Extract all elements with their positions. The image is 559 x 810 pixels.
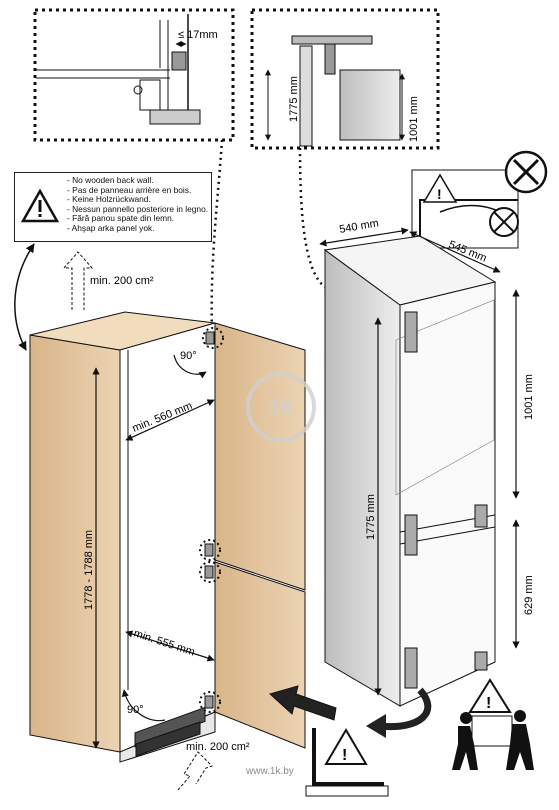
angle-top-label: 90° bbox=[180, 350, 197, 362]
vent-arrow-top bbox=[62, 251, 94, 310]
width-bottom-line bbox=[125, 630, 215, 662]
hinge-markers bbox=[199, 327, 224, 713]
rotate-arrow bbox=[379, 687, 432, 731]
no-wooden-back-wall-warning: - No wooden back wall. - Pas de panneau … bbox=[14, 172, 212, 242]
watermark: www.1k.by bbox=[246, 766, 294, 777]
cabinet-niche bbox=[29, 311, 216, 763]
vent-grille bbox=[135, 721, 201, 757]
warning-line: - Fără panou spate din lemn. bbox=[67, 213, 175, 224]
warning-text-list: - No wooden back wall. - Pas de panneau … bbox=[67, 175, 209, 234]
vent-arrow-bottom bbox=[177, 751, 213, 791]
vent-top-label: min. 200 cm² bbox=[90, 275, 154, 287]
svg-text:!: ! bbox=[342, 747, 347, 764]
warning-line: - Keine Holzrückwand. bbox=[67, 194, 151, 205]
angle-arc-bottom bbox=[121, 689, 166, 722]
insert-arrow bbox=[268, 685, 337, 721]
depth-545-line bbox=[409, 231, 501, 273]
rotate-arrow-head bbox=[366, 714, 386, 738]
height-1001-label: 1001 mm bbox=[523, 374, 535, 420]
warning-line: - Ahşap arka panel yok. bbox=[67, 222, 155, 233]
depth-540-line bbox=[319, 227, 409, 247]
prohibited-detail: ! bbox=[411, 150, 548, 249]
niche-height-label: 1778 - 1788 mm bbox=[83, 530, 95, 610]
detail-box-top-gap bbox=[33, 8, 235, 142]
svg-text:!: ! bbox=[437, 186, 442, 202]
vent-bottom-label: min. 200 cm² bbox=[186, 741, 250, 753]
height-1775-label: 1775 mm bbox=[365, 494, 377, 540]
two-person-warning: ! bbox=[452, 678, 534, 770]
gap-top-label: ≤ 17mm bbox=[178, 29, 218, 41]
detail-height-1001: 1001 mm bbox=[408, 96, 420, 142]
warning-link-arrow bbox=[14, 243, 35, 351]
brand-logo: 1k bbox=[246, 372, 316, 442]
detail-height-1775: 1775 mm bbox=[288, 76, 300, 122]
warning-line: - Pas de panneau arrière en bois. bbox=[67, 184, 192, 195]
level-warning: ! bbox=[305, 728, 389, 797]
detail-box-hinge bbox=[250, 8, 440, 150]
warning-line: - No wooden back wall. bbox=[67, 175, 154, 185]
angle-arc-top bbox=[173, 354, 207, 379]
warning-line: - Nessun pannello posteriore in legno. bbox=[67, 203, 209, 214]
height-629-label: 629 mm bbox=[523, 575, 535, 615]
fridge-appliance bbox=[323, 235, 497, 707]
angle-bottom-label: 90° bbox=[127, 704, 144, 716]
warning-icon bbox=[21, 189, 59, 223]
depth-540-label: 540 mm bbox=[338, 217, 379, 236]
svg-text:!: ! bbox=[486, 695, 491, 712]
width-top-line bbox=[125, 399, 215, 441]
connector-left bbox=[210, 139, 224, 331]
